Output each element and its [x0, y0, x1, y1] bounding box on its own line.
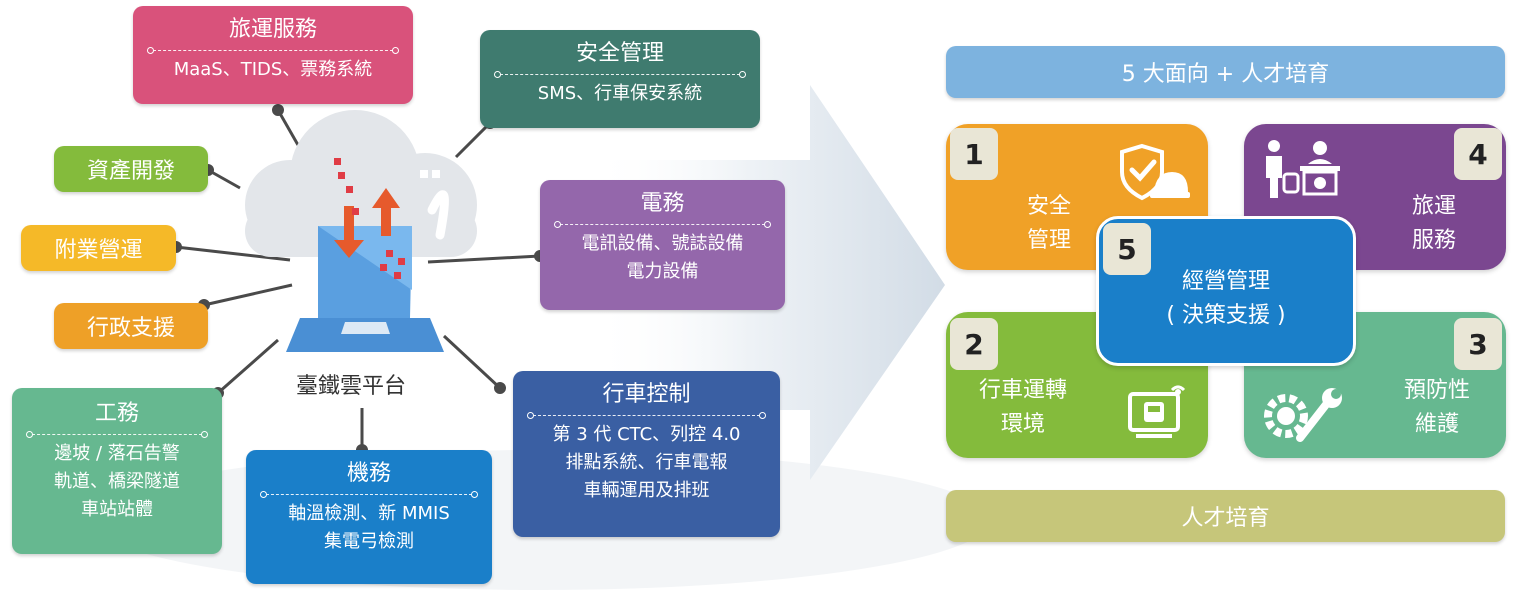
electrical-desc-1: 電訊設備、號誌設備 — [581, 233, 744, 254]
card-safety-management: 1 安全 管理 — [946, 124, 1208, 270]
card-title-1: 安全 — [1026, 194, 1071, 219]
top-banner: 5 大面向 + 人才培育 — [946, 46, 1505, 98]
traffic-control-desc-1: 第 3 代 CTC、列控 4.0 — [552, 424, 741, 445]
separator — [494, 70, 746, 80]
separator — [527, 411, 766, 421]
gear-wrench-icon — [1264, 388, 1342, 442]
mechanical-box: 機務 軸溫檢測、新 MMIS 集電弓檢測 — [246, 450, 492, 584]
card-title-2: 維護 — [1414, 412, 1459, 437]
upload-arrow-icon — [372, 188, 400, 236]
card-number: 4 — [1454, 128, 1502, 180]
mechanical-desc-1: 軸溫檢測、新 MMIS — [288, 503, 450, 524]
card-title-2: 服務 — [1411, 228, 1456, 253]
card-title-1: 預防性 — [1403, 378, 1470, 403]
safety-management-desc: SMS、行車保安系統 — [537, 83, 703, 104]
civil-works-desc-3: 車站站體 — [81, 499, 153, 520]
safety-management-box: 安全管理 SMS、行車保安系統 — [480, 30, 760, 128]
electrical-box: 電務 電訊設備、號誌設備 電力設備 — [540, 180, 785, 310]
card-number: 5 — [1103, 223, 1151, 275]
civil-works-desc-1: 邊坡 / 落石告警 — [54, 443, 180, 464]
separator — [554, 220, 771, 230]
civil-works-desc-2: 軌道、橋梁隧道 — [54, 471, 180, 492]
card-title-2: 管理 — [1026, 228, 1071, 253]
civil-works-title: 工務 — [94, 401, 139, 426]
travel-service-box: 旅運服務 MaaS、TIDS、票務系統 — [133, 6, 413, 104]
travel-service-title: 旅運服務 — [228, 17, 317, 42]
safety-management-title: 安全管理 — [575, 41, 664, 66]
mechanical-title: 機務 — [346, 461, 391, 486]
card-business-management: 5 經營管理 ( 決策支援 ) — [1096, 216, 1356, 366]
admin-support-pill: 行政支援 — [54, 303, 208, 349]
travel-service-desc: MaaS、TIDS、票務系統 — [173, 59, 373, 80]
card-number: 2 — [950, 318, 998, 370]
data-bits — [334, 158, 405, 279]
safety-shield-helmet-icon — [1120, 143, 1190, 201]
card-number: 1 — [950, 128, 998, 180]
asset-development-pill: 資產開發 — [54, 146, 208, 192]
separator — [147, 46, 399, 56]
traffic-control-title: 行車控制 — [602, 382, 691, 407]
card-title-2: ( 決策支援 ) — [1166, 303, 1286, 328]
electrical-desc-2: 電力設備 — [626, 261, 699, 282]
separator — [260, 490, 478, 500]
separator — [26, 430, 208, 440]
traffic-control-desc-2: 排點系統、行車電報 — [565, 452, 728, 473]
card-title-1: 行車運轉 — [978, 378, 1067, 403]
train-monitor-icon — [1128, 385, 1186, 438]
bottom-banner: 人才培育 — [946, 490, 1505, 542]
affiliate-operation-pill: 附業營運 — [21, 225, 176, 271]
electrical-title: 電務 — [640, 191, 685, 216]
card-title-2: 環境 — [1000, 412, 1045, 437]
platform-label: 臺鐵雲平台 — [296, 374, 407, 399]
traffic-control-desc-3: 車輛運用及排班 — [583, 480, 710, 501]
civil-works-box: 工務 邊坡 / 落石告警 軌道、橋梁隧道 車站站體 — [12, 388, 222, 554]
card-title-1: 經營管理 — [1181, 269, 1270, 294]
traffic-control-box: 行車控制 第 3 代 CTC、列控 4.0 排點系統、行車電報 車輛運用及排班 — [513, 371, 780, 537]
traveler-counter-icon — [1266, 140, 1340, 198]
mechanical-desc-2: 集電弓檢測 — [324, 531, 414, 552]
card-number: 3 — [1454, 318, 1502, 370]
download-arrow-icon — [334, 206, 364, 258]
card-title-1: 旅運 — [1411, 194, 1456, 219]
